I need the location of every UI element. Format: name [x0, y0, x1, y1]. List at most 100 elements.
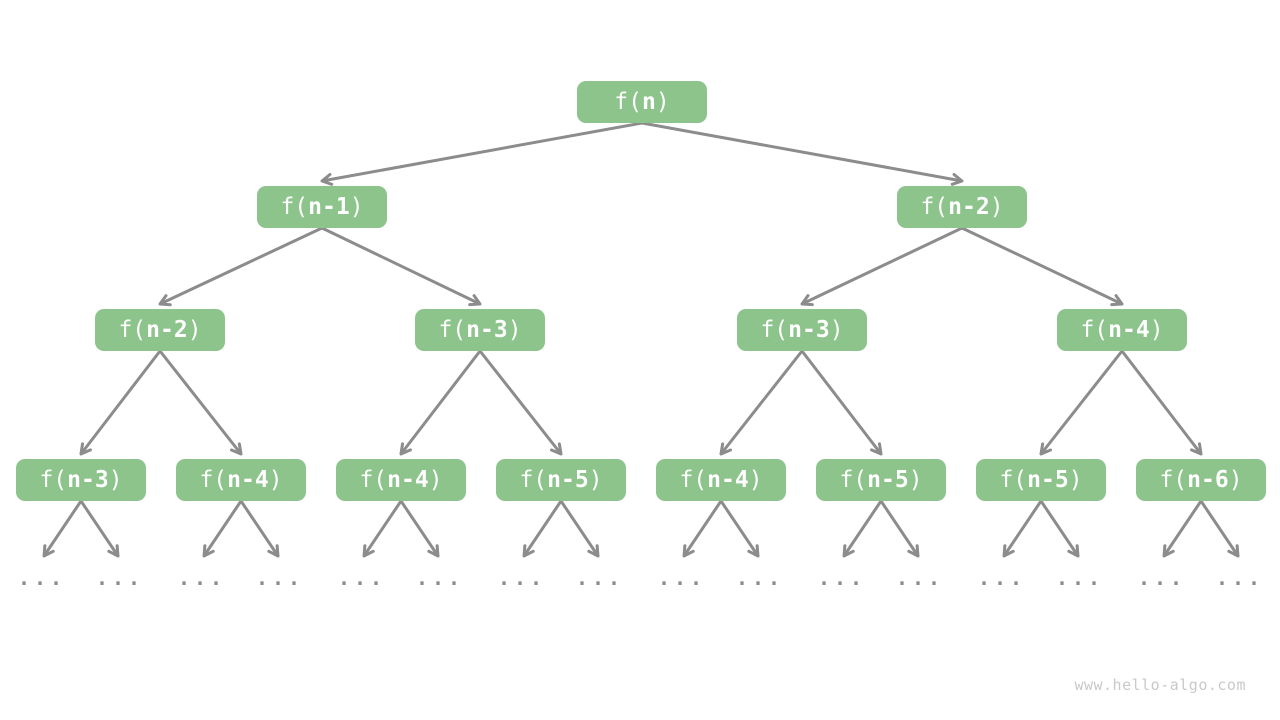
tree-node: f(n-2)	[897, 186, 1027, 228]
node-label-prefix: f(	[280, 194, 309, 220]
node-label-prefix: f(	[438, 317, 467, 343]
edge	[522, 500, 563, 558]
node-label-prefix: f(	[1159, 467, 1188, 493]
tree-node: f(n-5)	[976, 459, 1106, 501]
node-label-suffix: )	[829, 317, 844, 343]
tree-node-root: f(n)	[577, 81, 707, 123]
node-label-arg: n-3	[466, 317, 508, 343]
ellipsis: ...	[817, 566, 867, 590]
edge	[399, 350, 482, 456]
node-label-prefix: f(	[519, 467, 548, 493]
node-label-suffix: )	[748, 467, 763, 493]
edge	[719, 350, 804, 456]
edge	[1039, 500, 1080, 558]
node-label-arg: n-4	[707, 467, 749, 493]
edge	[362, 500, 403, 558]
edge	[79, 350, 162, 456]
tree-node: f(n-4)	[1057, 309, 1187, 351]
edge	[1162, 500, 1203, 558]
tree-node: f(n-4)	[176, 459, 306, 501]
ellipsis: ...	[977, 566, 1027, 590]
node-label-suffix: )	[1228, 467, 1243, 493]
node-label-prefix: f(	[199, 467, 228, 493]
ellipsis: ...	[415, 566, 465, 590]
edge	[239, 500, 280, 558]
edge	[79, 500, 120, 558]
edge	[842, 500, 883, 558]
edge	[42, 500, 83, 558]
ellipsis: ...	[657, 566, 707, 590]
node-label-prefix: f(	[359, 467, 388, 493]
node-label-arg: n-5	[547, 467, 589, 493]
edge	[158, 226, 323, 307]
node-label-suffix: )	[588, 467, 603, 493]
node-label-suffix: )	[108, 467, 123, 493]
edge	[158, 350, 243, 456]
edge	[800, 226, 963, 307]
edge	[719, 500, 760, 558]
tree-node: f(n-3)	[737, 309, 867, 351]
ellipsis: ...	[497, 566, 547, 590]
ellipsis: ...	[177, 566, 227, 590]
edge	[320, 121, 643, 186]
node-label-arg: n-2	[948, 194, 990, 220]
ellipsis: ...	[895, 566, 945, 590]
edge	[800, 350, 883, 456]
edge	[1002, 500, 1043, 558]
node-label-prefix: f(	[839, 467, 868, 493]
node-label-arg: n-1	[308, 194, 350, 220]
node-label-suffix: )	[428, 467, 443, 493]
tree-node: f(n-2)	[95, 309, 225, 351]
ellipsis: ...	[1055, 566, 1105, 590]
node-label-prefix: f(	[920, 194, 949, 220]
edge	[559, 500, 600, 558]
node-label-prefix: f(	[760, 317, 789, 343]
edge	[321, 226, 482, 307]
tree-node: f(n-1)	[257, 186, 387, 228]
node-label-arg: n	[641, 89, 656, 115]
edge	[1120, 350, 1203, 456]
edge	[682, 500, 723, 558]
edge	[399, 500, 440, 558]
node-label-prefix: f(	[1080, 317, 1109, 343]
node-label-arg: n-5	[1027, 467, 1069, 493]
node-label-suffix: )	[908, 467, 923, 493]
edge	[1199, 500, 1240, 558]
node-label-arg: n-4	[227, 467, 269, 493]
edge	[879, 500, 920, 558]
node-label-prefix: f(	[679, 467, 708, 493]
tree-node: f(n-3)	[16, 459, 146, 501]
edge	[1039, 350, 1124, 456]
tree-node: f(n-5)	[496, 459, 626, 501]
ellipsis: ...	[1137, 566, 1187, 590]
node-label-arg: n-3	[788, 317, 830, 343]
node-label-suffix: )	[655, 89, 670, 115]
edge	[202, 500, 243, 558]
node-label-arg: n-3	[67, 467, 109, 493]
tree-node: f(n-6)	[1136, 459, 1266, 501]
ellipsis: ...	[95, 566, 145, 590]
node-label-prefix: f(	[614, 89, 642, 115]
node-label-arg: n-6	[1187, 467, 1229, 493]
node-label-suffix: )	[268, 467, 283, 493]
watermark: www.hello-algo.com	[1074, 676, 1246, 694]
edge	[641, 121, 964, 186]
ellipsis: ...	[575, 566, 625, 590]
node-label-suffix: )	[507, 317, 522, 343]
node-label-arg: n-2	[146, 317, 188, 343]
edge	[961, 226, 1124, 307]
ellipsis: ...	[255, 566, 305, 590]
edge	[478, 350, 563, 456]
node-label-prefix: f(	[999, 467, 1028, 493]
ellipsis: ...	[1215, 566, 1265, 590]
node-label-prefix: f(	[39, 467, 68, 493]
node-label-suffix: )	[349, 194, 364, 220]
node-label-suffix: )	[989, 194, 1004, 220]
node-label-suffix: )	[187, 317, 202, 343]
node-label-arg: n-5	[867, 467, 909, 493]
ellipsis: ...	[735, 566, 785, 590]
node-label-prefix: f(	[118, 317, 147, 343]
tree-node: f(n-4)	[336, 459, 466, 501]
